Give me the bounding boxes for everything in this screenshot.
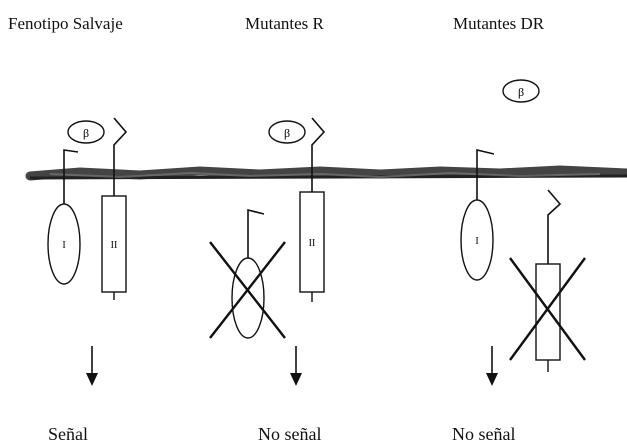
panel-mutants-dr: β I (461, 80, 585, 386)
receptor-1-label-mutants-dr: I (475, 236, 478, 247)
ligand-beta-label-mutants-r: β (284, 126, 290, 140)
receptor-2-hook-mutants-r (312, 118, 324, 192)
outcome-label-mutants-r: No señal (258, 424, 321, 445)
receptor-1-hook-mutants-r (248, 210, 264, 262)
receptor-1-body-mutants-r (232, 258, 264, 338)
cell-membrane (30, 170, 627, 178)
signal-arrow-mutants-dr (486, 346, 498, 386)
ligand-beta-label-wild-type: β (83, 126, 89, 140)
panel-wild-type: β I II (48, 118, 126, 386)
ligand-beta-label-mutants-dr: β (518, 85, 524, 99)
signal-arrow-mutants-r (290, 346, 302, 386)
panel-mutants-r: β II (210, 118, 324, 386)
signal-arrow-wild-type (86, 346, 98, 386)
outcome-label-mutants-dr: No señal (452, 424, 515, 445)
receptor-1-label-wild-type: I (62, 240, 65, 251)
receptor-2-hook-mutants-dr (548, 190, 560, 264)
receptor-2-body-mutants-dr (536, 264, 560, 360)
outcome-label-wild-type: Señal (48, 424, 88, 445)
receptor-2-label-mutants-r: II (309, 238, 316, 249)
receptor-2-label-wild-type: II (111, 240, 118, 251)
receptor-2-hook-wild-type (114, 118, 126, 196)
